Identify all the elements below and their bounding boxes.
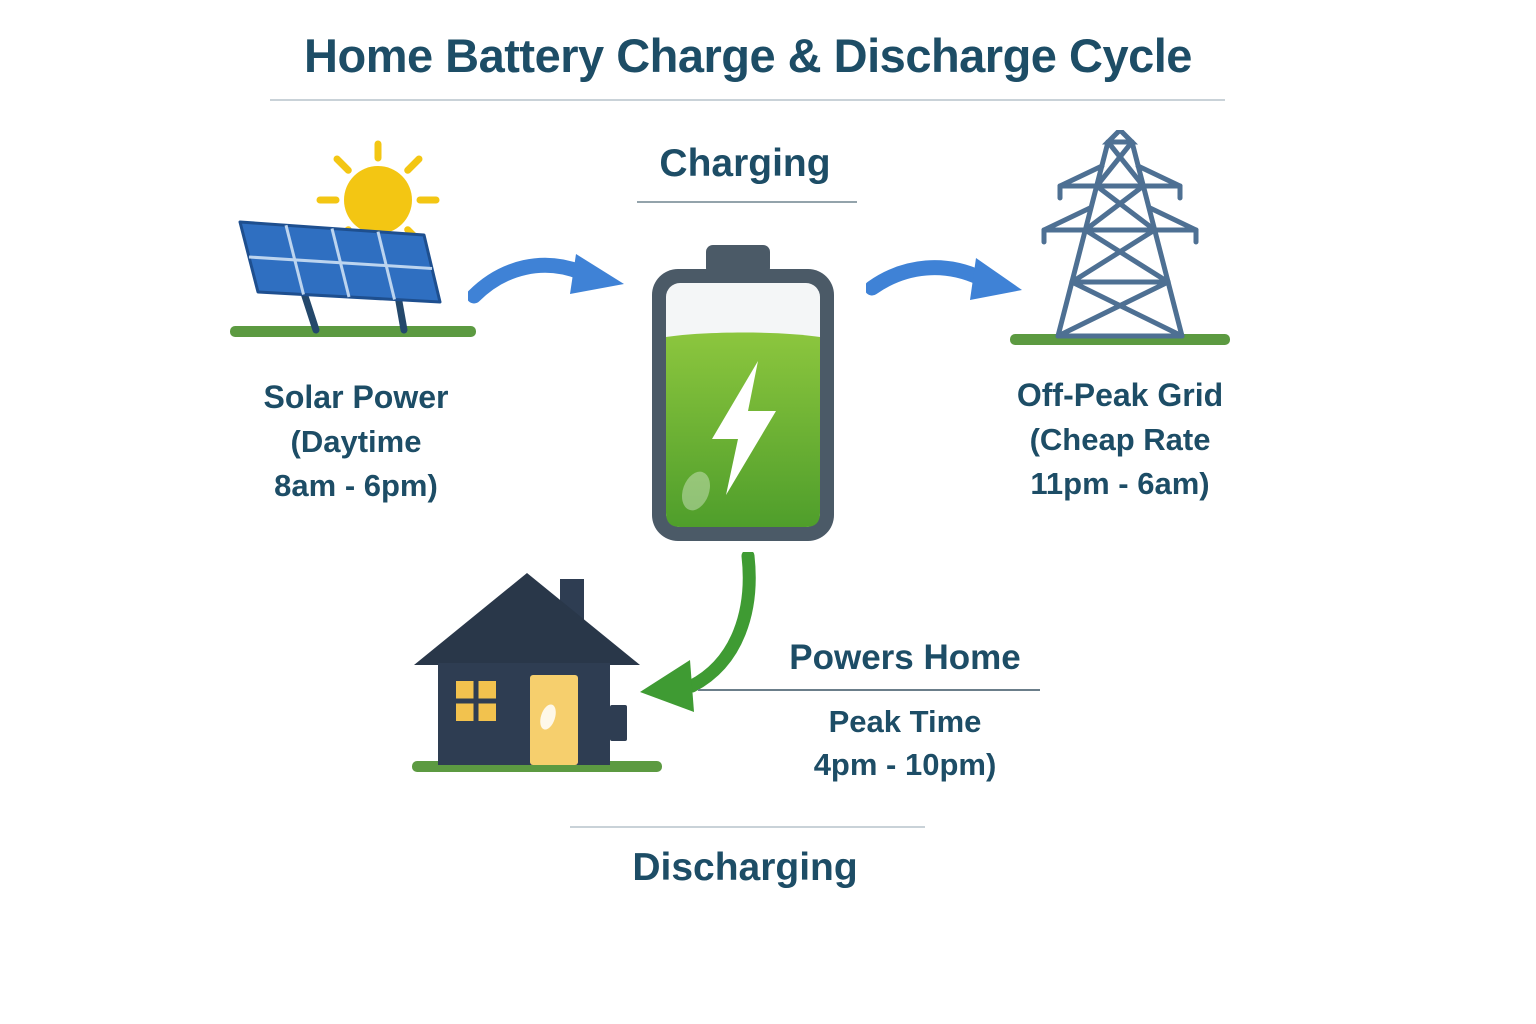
panel-grid-lines [248, 224, 433, 300]
offpeak-grid-caption: Off-Peak Grid (Cheap Rate 11pm - 6am) [995, 372, 1245, 506]
arrow-battery-to-home-icon [640, 552, 756, 712]
powers-home-underline [698, 689, 1040, 691]
panel-legs [299, 286, 408, 334]
roof [414, 573, 640, 665]
discharging-divider [570, 826, 925, 828]
charging-underline [637, 201, 857, 203]
solar-time-line2: 8am - 6pm) [274, 468, 438, 503]
arrow-solar-to-battery-icon [468, 254, 624, 304]
powers-home-label: Powers Home [789, 638, 1021, 677]
peak-time-caption: Peak Time 4pm - 10pm) [735, 700, 1075, 786]
discharging-label: Discharging [632, 846, 858, 889]
title-divider [270, 99, 1225, 101]
solar-time-line1: (Daytime [290, 424, 422, 459]
house-icon [412, 573, 662, 772]
window [456, 681, 496, 721]
solar-power-label: Solar Power [263, 379, 449, 415]
battery-icon [652, 245, 834, 541]
wall-unit [610, 705, 627, 741]
peak-time-line1: Peak Time [828, 704, 982, 739]
battery-highlight [681, 471, 711, 511]
transmission-tower-icon [1010, 130, 1230, 345]
solar-power-caption: Solar Power (Daytime 8am - 6pm) [231, 374, 481, 508]
offpeak-grid-label: Off-Peak Grid [1016, 377, 1224, 413]
door-highlight [540, 704, 556, 730]
grid-rate-line1: (Cheap Rate [1029, 422, 1211, 457]
charging-label: Charging [659, 142, 831, 185]
page-title: Home Battery Charge & Discharge Cycle [304, 29, 1192, 82]
grass-strip [230, 326, 476, 337]
solar-panel-icon [230, 140, 476, 337]
peak-time-line2: 4pm - 10pm) [813, 747, 997, 782]
arrow-battery-to-grid-icon [866, 258, 1022, 300]
battery-terminal [706, 245, 770, 275]
grid-rate-line2: 11pm - 6am) [1030, 466, 1210, 501]
lightning-bolt-icon [712, 361, 776, 495]
